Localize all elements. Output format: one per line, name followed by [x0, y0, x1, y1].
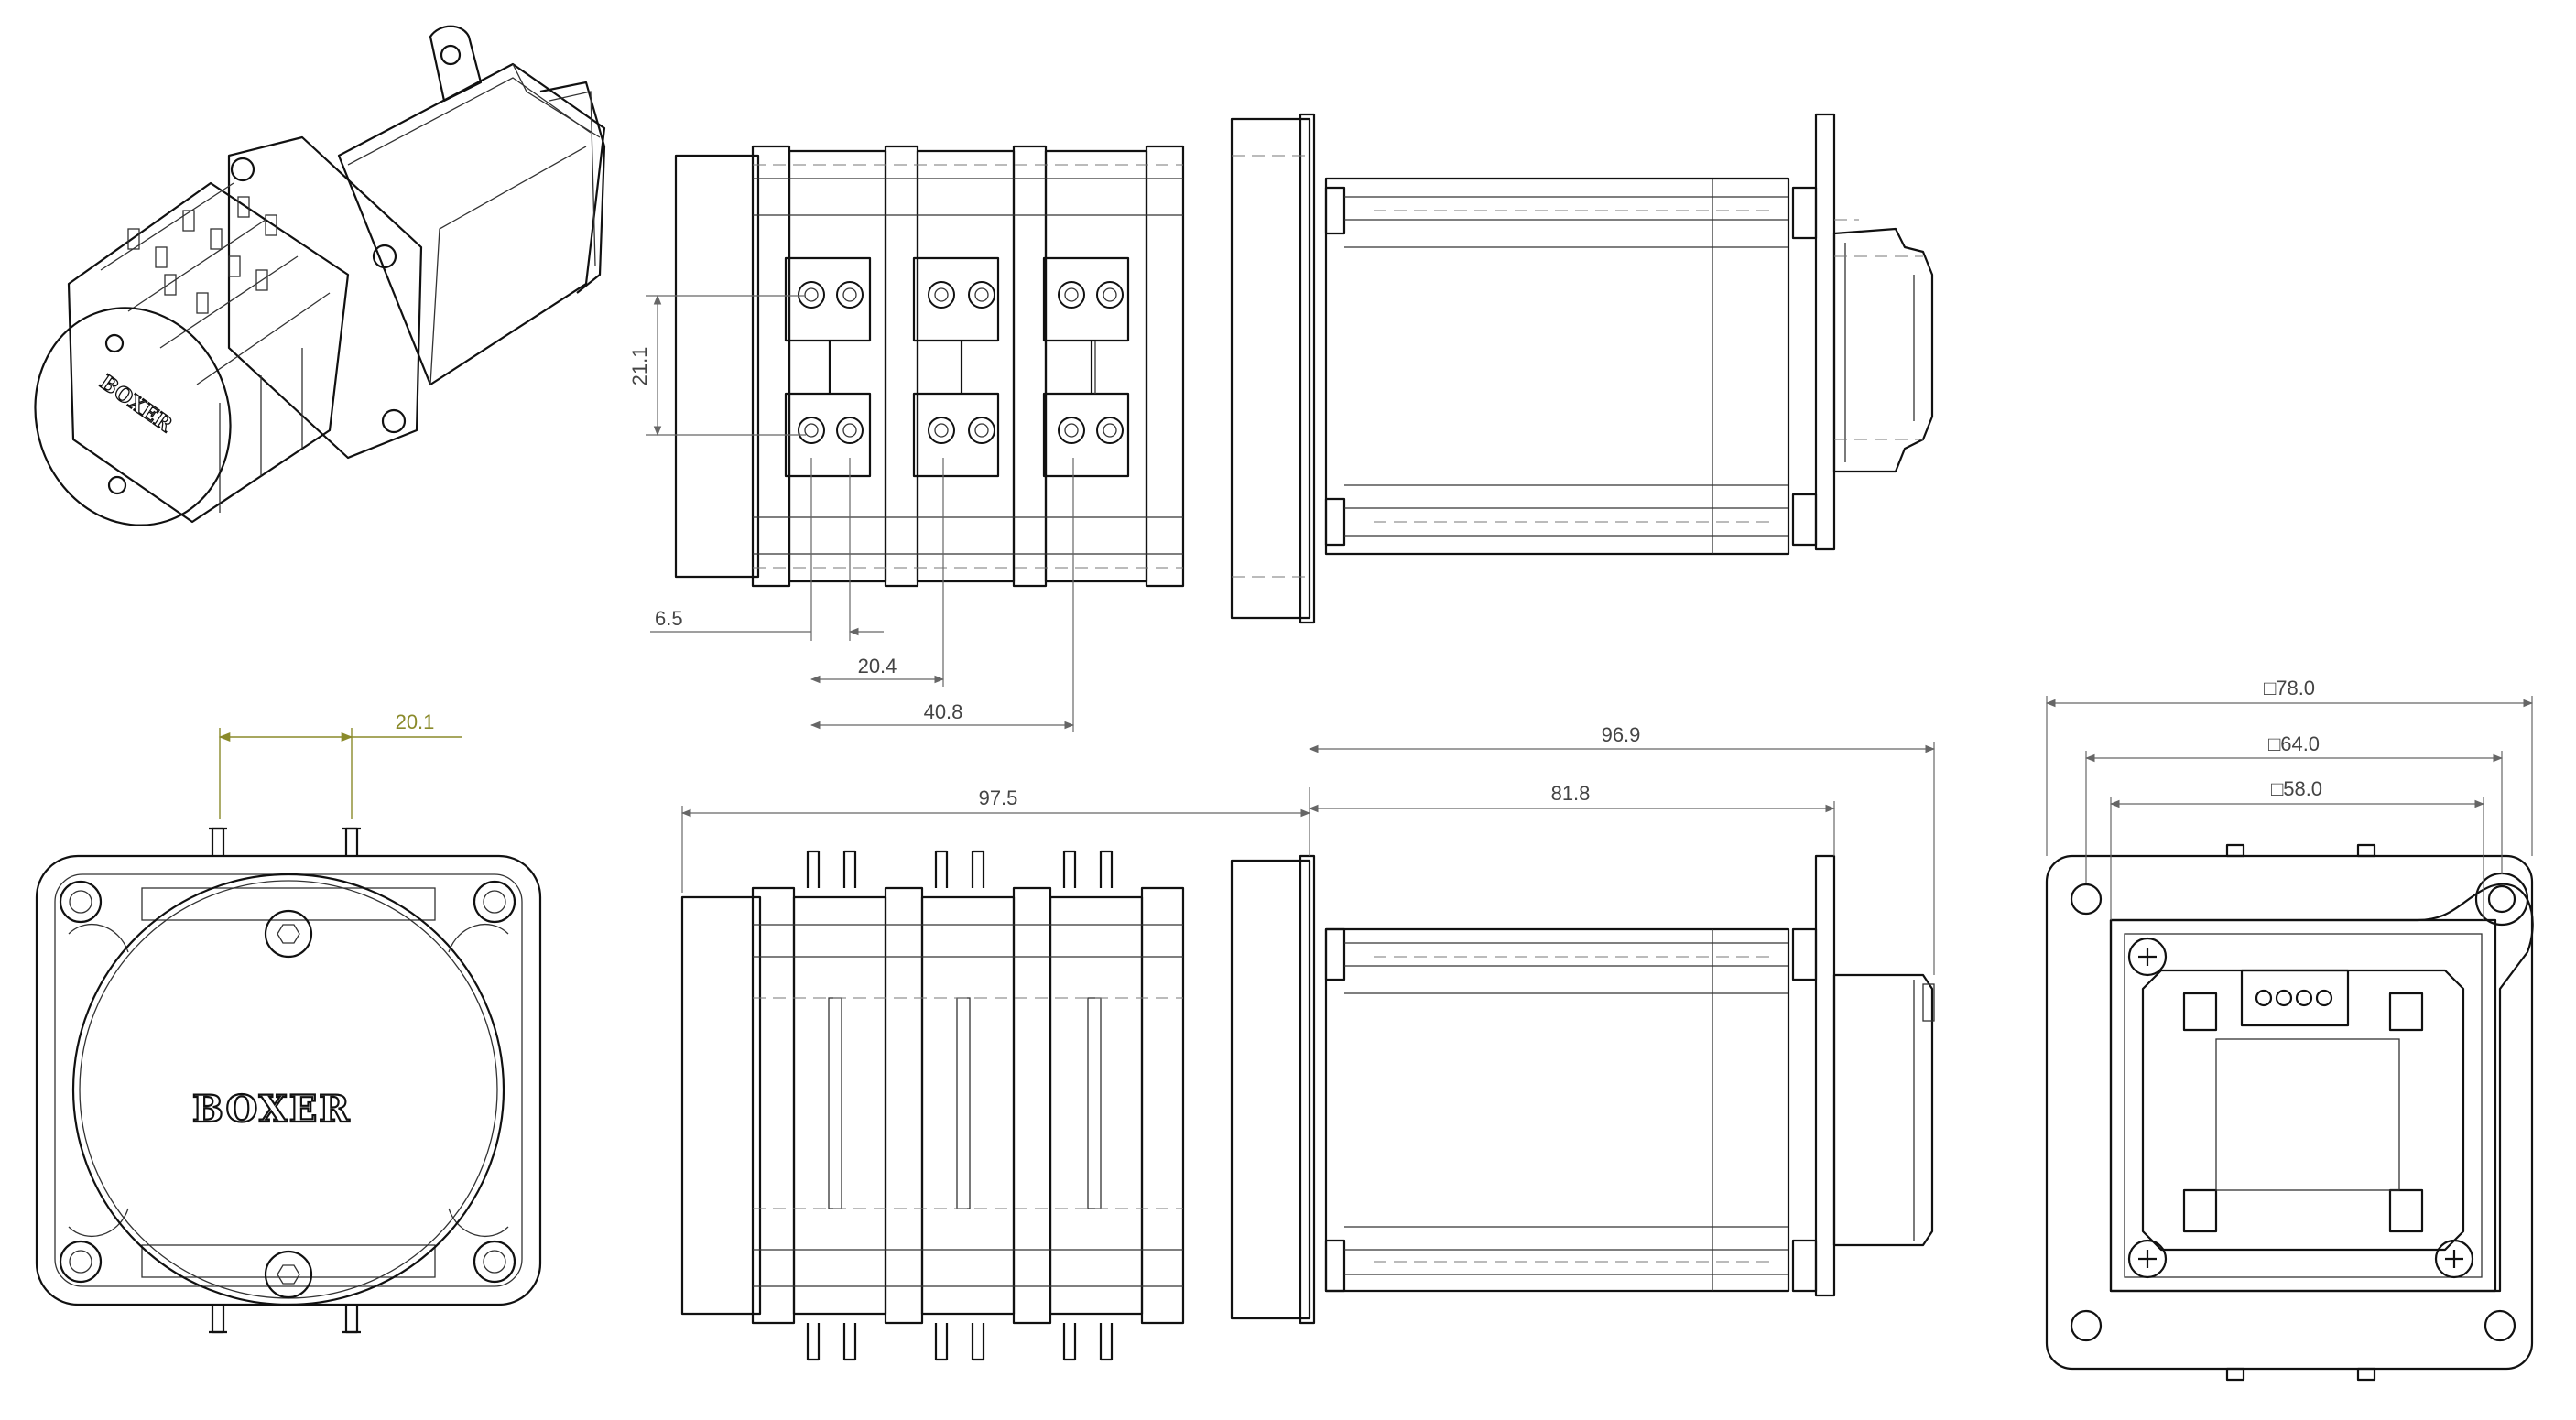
top-view	[674, 113, 1934, 624]
dimension-20-1: 20.1	[218, 710, 462, 819]
dimension-97-5: 97.5	[680, 786, 1311, 893]
side-view-pins	[806, 850, 1114, 1361]
rear-view	[2045, 843, 2534, 1382]
svg-text:□64.0: □64.0	[2268, 732, 2320, 755]
svg-text:97.5: 97.5	[979, 786, 1018, 809]
svg-text:6.5: 6.5	[655, 607, 683, 630]
svg-text:20.4: 20.4	[858, 655, 897, 677]
dimension-square-58: □58.0	[2109, 777, 2485, 920]
svg-text:81.8: 81.8	[1551, 782, 1591, 805]
dimension-6-5: 6.5	[650, 458, 884, 641]
dimension-20-4: 20.4	[810, 458, 945, 687]
svg-text:□78.0: □78.0	[2264, 677, 2315, 699]
svg-text:21.1: 21.1	[628, 347, 651, 386]
dimension-81-8: 81.8	[1308, 782, 1836, 856]
iso-brand-label: BOXER	[95, 371, 177, 438]
dimension-square-78: □78.0	[2045, 677, 2534, 856]
svg-text:□58.0: □58.0	[2271, 777, 2322, 800]
front-brand-label: BOXER	[192, 1088, 351, 1131]
dimension-square-64: □64.0	[2084, 732, 2504, 883]
dimension-21-1: 21.1	[628, 294, 806, 437]
svg-text:20.1: 20.1	[396, 710, 435, 733]
isometric-view: BOXER	[34, 25, 606, 526]
iso-terminals	[127, 196, 277, 314]
svg-text:96.9: 96.9	[1602, 723, 1641, 746]
front-view: BOXER	[35, 827, 542, 1334]
side-view	[680, 850, 1935, 1361]
top-view-terminals	[784, 256, 1130, 478]
dimension-96-9: 96.9	[1308, 723, 1936, 975]
dimension-40-8: 40.8	[810, 458, 1075, 732]
top-view-decks	[751, 145, 1185, 588]
svg-text:40.8: 40.8	[924, 700, 963, 723]
